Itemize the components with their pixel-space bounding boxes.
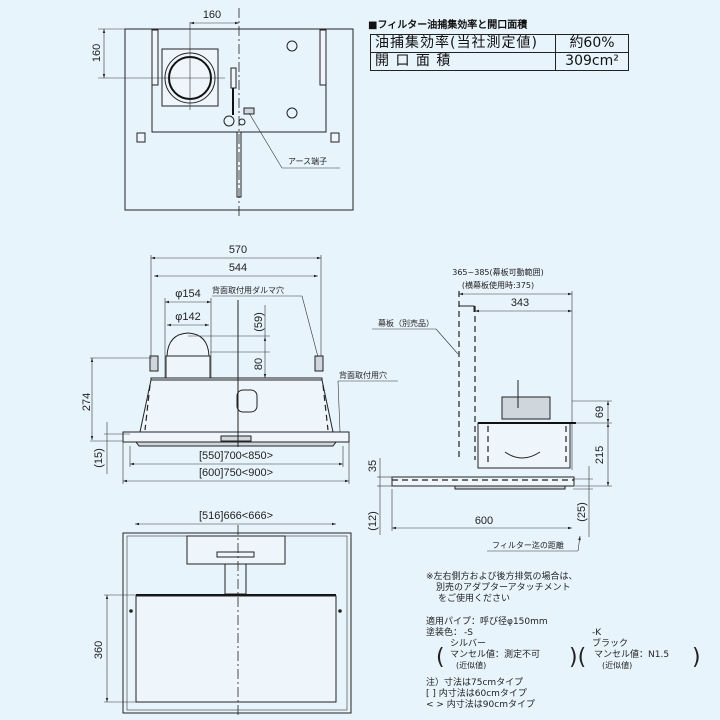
label-filter-distance: フィルター迄の距離 [492,540,564,550]
dim-80: 80 [253,358,265,370]
table-cell-value: 309cm² [555,52,629,71]
duct-collar [165,355,211,379]
color-s-approx: (近似値) [456,661,487,670]
dim-bottom-width: [516]666<666> [199,510,273,522]
dim-outer-width: [600]750<900> [199,467,273,479]
center-rail [224,563,247,595]
ground-cable [230,67,237,89]
dim-160-h: 160 [203,9,221,21]
grease-filter [135,595,337,703]
color-label: 塗装色： [426,628,463,638]
note-size-60: [ ] 内寸法は60cmタイプ [426,689,527,699]
dim-274: 274 [81,393,93,411]
note-exhaust-3: をご使用ください [438,594,511,604]
dim-343: 343 [511,297,529,309]
dim-69: 69 [594,406,606,418]
fan-casing [477,422,571,469]
mount-hole [286,107,298,119]
dim-570: 570 [229,244,247,256]
note-size-75: 注）寸法は75cmタイプ [426,678,524,688]
dim-160-v: 160 [91,44,103,62]
dim-600: 600 [475,515,493,527]
fan-motor [501,396,551,420]
dim-35: 35 [367,460,379,472]
hinge-right [330,132,340,143]
filter-spec-table: 油捕集効率(当社測定値) 約60% 開 口 面 積 309cm² [370,34,629,71]
rear-hole-bracket-right [314,355,324,372]
dim-phi142: φ142 [175,311,201,323]
dim-15: (15) [93,448,105,468]
hood-bottom-panel [391,476,575,487]
control-switch [220,435,252,442]
label-front-panel: 幕板（別売品） [378,318,434,328]
dim-215: 215 [594,446,606,464]
table-row: 開 口 面 積 309cm² [370,52,629,71]
fan-blade [504,451,541,459]
dim-panel-range-sub: (横幕板使用時:375) [462,280,534,290]
label-ground-terminal: アース端子 [288,156,327,166]
label-rear-keyhole: 背面取付用ダルマ穴 [212,285,284,295]
rear-hole-bracket-left [149,355,159,372]
filter [454,485,566,490]
note-pipe: 適用パイプ：呼び径φ150mm [426,617,548,627]
dim-59: (59) [253,312,265,332]
color-k-code: -K [592,628,602,638]
paren-close: )( [569,645,587,670]
note-exhaust-1: ※左右側方および後方排気の場合は、 [426,572,578,582]
mount-bracket-right [319,29,327,86]
note-exhaust-2: 別売のアダプターアタッチメント [436,583,571,593]
leader-line [248,112,340,169]
dim-360: 360 [93,641,105,659]
dim-inner-width: [550]700<850> [199,450,273,462]
duct-dome [166,332,210,357]
color-s-munsell: マンセル値：測定不可 [450,650,541,660]
notes-block: ※左右側方および後方排気の場合は、 別売のアダプターアタッチメント をご使用くだ… [426,572,701,711]
color-k-name: ブラック [592,639,629,649]
ground-terminal [243,107,255,115]
bottom-view: [516]666<666> 360 [93,510,352,718]
dim-panel-range: 365~385(幕板可動範囲) [452,267,543,277]
color-s-code: -S [464,628,473,638]
paren-close: ) [692,645,701,670]
dim-phi154: φ154 [175,288,201,300]
control-housing [186,535,286,565]
side-view: 365~385(幕板可動範囲) (横幕板使用時:375) 343 幕板（別売品）… [367,267,612,552]
filter-table-title: ■フィルター油捕集効率と開口面積 [368,20,528,31]
mount-bracket-left [151,29,159,86]
dim-12: (12) [367,511,379,531]
paren-open: ( [436,645,445,670]
table-cell-key: 開 口 面 積 [370,52,556,71]
mount-hole [286,40,298,52]
wiring-port [236,389,258,413]
front-view: 570 544 φ154 φ142 (59) 80 [81,244,398,484]
color-spec: 塗装色： -S シルバー ( マンセル値：測定不可 (近似値) )( -K ブラ… [426,628,701,672]
bottom-view-outline [122,532,352,714]
control-panel [216,551,255,558]
hinge-left [136,132,146,143]
cable-reel [223,115,235,127]
label-rear-mount-hole: 背面取付用穴 [339,370,387,380]
filter-edge [135,441,337,447]
color-k-munsell: マンセル値：N1.5 [594,650,670,660]
dim-25: (25) [576,502,588,522]
color-s-name: シルバー [450,639,487,649]
table-cell-value: 約60% [555,34,629,53]
note-size-90: < > 内寸法は90cmタイプ [426,700,535,710]
color-k-approx: (近似値) [602,661,633,670]
dim-544: 544 [229,262,247,274]
top-view: 160 160 アース端子 [91,8,354,218]
